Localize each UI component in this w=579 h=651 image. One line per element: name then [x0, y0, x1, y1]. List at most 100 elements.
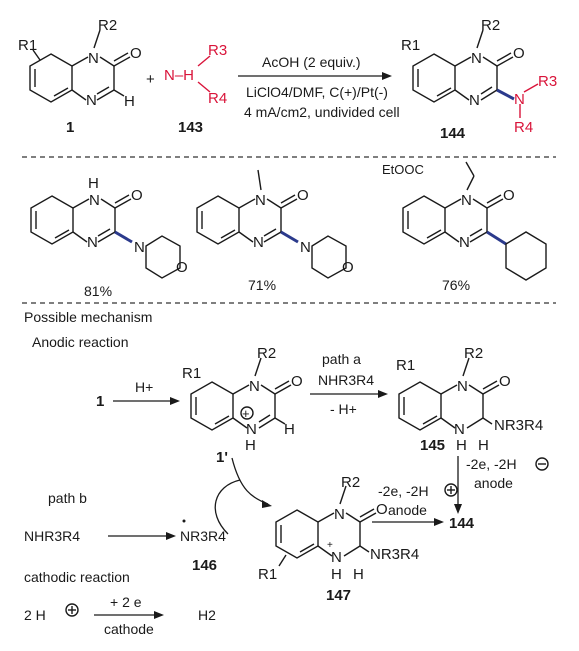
substituent-r2: R2 [481, 17, 500, 34]
atom-h: H [124, 93, 135, 110]
section-heading: cathodic reaction [24, 569, 130, 585]
atom-o: O [503, 187, 515, 204]
atom-o: O [376, 501, 388, 518]
section-heading: Anodic reaction [32, 334, 129, 350]
electrode-label: anode [388, 502, 427, 518]
oxidation-label: -2e, -2H [466, 456, 517, 472]
atom-n: N [134, 239, 145, 256]
compound-label: 144 [449, 515, 475, 532]
reagent-label: H+ [135, 379, 153, 395]
amine-nh: N–H [164, 67, 194, 84]
substituent-r1: R1 [258, 566, 277, 583]
example-3-structure [402, 161, 547, 281]
substituent-r2: R2 [341, 474, 360, 491]
compound-147-structure [275, 485, 377, 567]
radical-label: NR3R4 [180, 528, 226, 544]
atom-n: N [331, 549, 342, 566]
condition-line-1: AcOH (2 equiv.) [262, 54, 361, 70]
atom-n: N [471, 50, 482, 67]
electrode-label: cathode [104, 621, 154, 637]
substituent-r4: R4 [514, 119, 533, 136]
atom-h: H [353, 566, 364, 583]
example-2-structure [196, 169, 347, 279]
compound-label: 146 [192, 557, 217, 574]
electrode-label: anode [474, 475, 513, 491]
substituent-r2: R2 [257, 345, 276, 362]
atom-n: N [300, 239, 311, 256]
condition-line-2: LiClO4/DMF, C(+)/Pt(-) [246, 84, 388, 100]
section-heading: Possible mechanism [24, 309, 152, 325]
atom-n: N [249, 378, 260, 395]
atom-o: O [297, 187, 309, 204]
atom-o: O [342, 259, 354, 276]
example-1-structure [30, 194, 181, 279]
amine-substituent: NR3R4 [370, 546, 419, 563]
atom-h: H [331, 566, 342, 583]
plus-sign: + [146, 71, 155, 88]
atom-h: H [88, 175, 99, 192]
substituent-r2: R2 [464, 345, 483, 362]
substituent-r3: R3 [538, 73, 557, 90]
compound-label: 144 [440, 125, 466, 142]
yield-label: 81% [84, 283, 112, 299]
atom-h: H [456, 437, 467, 454]
atom-o: O [131, 187, 143, 204]
compound-label: 1' [216, 449, 228, 466]
atom-h: H [245, 437, 256, 454]
yield-label: 71% [248, 277, 276, 293]
atom-n: N [514, 91, 525, 108]
atom-n: N [246, 421, 257, 438]
compound-1prime-structure [190, 357, 292, 431]
compound-label: 145 [420, 437, 445, 454]
amine-substituent: NR3R4 [494, 417, 543, 434]
compound-1-structure [29, 29, 131, 103]
atom-o: O [291, 373, 303, 390]
atom-n: N [334, 506, 345, 523]
atom-n: N [454, 421, 465, 438]
condition-line-3: 4 mA/cm2, undivided cell [244, 104, 400, 120]
atom-n: N [457, 378, 468, 395]
radical-cation-label: + [327, 540, 333, 551]
reagent-label: NHR3R4 [318, 372, 374, 388]
atom-n: N [89, 192, 100, 209]
yield-label: 76% [442, 277, 470, 293]
compound-label: 1 [66, 119, 74, 136]
cation-plus: + [242, 406, 250, 421]
substituent-r1: R1 [182, 365, 201, 382]
substituent-r3: R3 [208, 42, 227, 59]
atom-o: O [513, 45, 525, 62]
compound-label: 147 [326, 587, 351, 604]
atom-n: N [87, 234, 98, 251]
atom-o: O [499, 373, 511, 390]
oxidation-label: -2e, -2H [378, 483, 429, 499]
atom-h: H [284, 421, 295, 438]
reagent-label: + 2 e [110, 594, 142, 610]
substituent-r4: R4 [208, 90, 227, 107]
compound-145-structure [398, 357, 500, 431]
ester-group: EtOOC [382, 162, 424, 177]
compound-143-structure [197, 55, 211, 93]
atom-h: H [478, 437, 489, 454]
path-label: path a [322, 351, 361, 367]
atom-n: N [255, 192, 266, 209]
atom-n: N [461, 192, 472, 209]
compound-144-structure [412, 29, 539, 118]
substituent-r1: R1 [401, 37, 420, 54]
substituent-r1: R1 [396, 357, 415, 374]
atom-n: N [459, 234, 470, 251]
atom-o: O [130, 45, 142, 62]
reagent-label: 2 H [24, 607, 46, 623]
atom-n: N [88, 50, 99, 67]
path-label: path b [48, 490, 87, 506]
compound-label: 143 [178, 119, 203, 136]
atom-n: N [253, 234, 264, 251]
atom-n: N [86, 92, 97, 109]
product-label: H2 [198, 607, 216, 623]
atom-o: O [176, 259, 188, 276]
substituent-r1: R1 [18, 37, 37, 54]
substituent-r2: R2 [98, 17, 117, 34]
reagent-label: NHR3R4 [24, 528, 80, 544]
atom-n: N [469, 92, 480, 109]
compound-label: 1 [96, 393, 104, 410]
